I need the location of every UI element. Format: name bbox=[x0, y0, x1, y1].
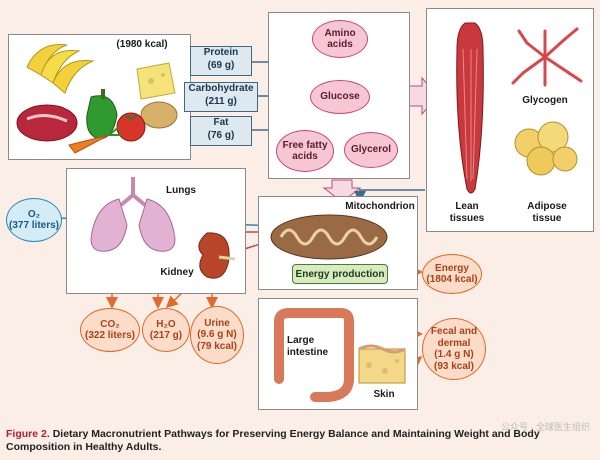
urine-n: (9.6 g N) bbox=[197, 329, 237, 341]
node-free-fatty-acids: Free fatty acids bbox=[276, 130, 334, 172]
node-glucose: Glucose bbox=[310, 80, 370, 114]
urine-kcal: (79 kcal) bbox=[196, 340, 238, 352]
nutrient-fat-amount: (76 g) bbox=[207, 129, 235, 141]
nutrient-protein: Protein (69 g) bbox=[190, 46, 252, 76]
label-skin: Skin bbox=[373, 389, 395, 400]
o2-amount: (377 liters) bbox=[8, 220, 60, 231]
food-kcal: (1980 kcal) bbox=[116, 39, 168, 50]
tissues-panel: Glycogen Lean tissues Adipose tissue bbox=[426, 8, 594, 232]
watermark: 公众号 · 全球医生组织 bbox=[501, 422, 590, 432]
node-amino-acids: Amino acids bbox=[312, 20, 368, 58]
lungs-kidney-illustration bbox=[90, 177, 236, 279]
node-o2: O₂ (377 liters) bbox=[6, 198, 62, 242]
node-glycerol: Glycerol bbox=[344, 132, 398, 168]
label-large-intestine: Large intestine bbox=[287, 335, 329, 358]
lungs-kidney-panel: Lungs Kidney bbox=[66, 168, 246, 294]
co2-label: CO₂ bbox=[100, 318, 120, 330]
label-lungs: Lungs bbox=[166, 185, 196, 196]
nutrient-fat: Fat (76 g) bbox=[190, 116, 252, 146]
skin-icon bbox=[358, 344, 406, 384]
label-adipose-tissue: Adipose tissue bbox=[527, 201, 567, 224]
node-urine: Urine (9.6 g N) (79 kcal) bbox=[190, 306, 244, 364]
food-illustration bbox=[16, 43, 178, 154]
figure-number: Figure 2. bbox=[6, 428, 50, 440]
fecal-n: (1.4 g N) bbox=[434, 349, 474, 360]
nutrient-fat-name: Fat bbox=[213, 117, 229, 128]
fecal-kcal: (93 kcal) bbox=[433, 360, 475, 372]
label-kidney: Kidney bbox=[160, 267, 194, 278]
label-lean-tissues: Lean tissues bbox=[449, 201, 485, 224]
energy-amount: (1804 kcal) bbox=[426, 274, 478, 285]
kidney-icon bbox=[198, 232, 236, 279]
adipose-tissue-icon bbox=[514, 121, 578, 176]
label-mitochondrion: Mitochondrion bbox=[345, 201, 415, 212]
nutrient-carbohydrate: Carbohydrate (211 g) bbox=[184, 82, 258, 112]
intestine-skin-illustration bbox=[274, 308, 406, 402]
food-panel: (1980 kcal) bbox=[8, 34, 191, 160]
nutrient-protein-name: Protein bbox=[203, 47, 239, 58]
energy-label: Energy bbox=[435, 262, 469, 274]
urine-label: Urine bbox=[204, 317, 230, 329]
glycogen-icon bbox=[511, 27, 583, 87]
h2o-amount: (217 g) bbox=[149, 330, 183, 341]
large-intestine-icon bbox=[274, 308, 354, 402]
intestine-skin-panel: Large intestine Skin bbox=[258, 298, 418, 410]
label-glycogen: Glycogen bbox=[522, 95, 568, 106]
node-fecal-dermal: Fecal and dermal (1.4 g N) (93 kcal) bbox=[422, 318, 486, 380]
fecal-label: Fecal and dermal bbox=[430, 326, 478, 349]
figure-caption-text: Dietary Macronutrient Pathways for Prese… bbox=[6, 428, 540, 453]
node-co2: CO₂ (322 liters) bbox=[80, 308, 140, 352]
node-h2o: H₂O (217 g) bbox=[142, 308, 190, 352]
nutrient-carbohydrate-amount: (211 g) bbox=[205, 95, 237, 107]
nutrient-carbohydrate-name: Carbohydrate bbox=[188, 83, 254, 94]
figure-caption: Figure 2. Dietary Macronutrient Pathways… bbox=[6, 428, 594, 453]
co2-amount: (322 liters) bbox=[84, 330, 136, 341]
o2-label: O₂ bbox=[27, 208, 41, 220]
arrow-to-mitochondrion bbox=[322, 179, 362, 203]
mitochondrion-icon bbox=[270, 214, 388, 260]
h2o-label: H₂O bbox=[156, 318, 176, 330]
lean-tissue-icon bbox=[456, 22, 484, 194]
energy-production-box: Energy production bbox=[292, 264, 388, 284]
node-energy-output: Energy (1804 kcal) bbox=[422, 254, 482, 294]
lungs-icon bbox=[90, 177, 176, 252]
tissues-illustration bbox=[456, 22, 583, 194]
nutrient-protein-amount: (69 g) bbox=[207, 59, 235, 71]
